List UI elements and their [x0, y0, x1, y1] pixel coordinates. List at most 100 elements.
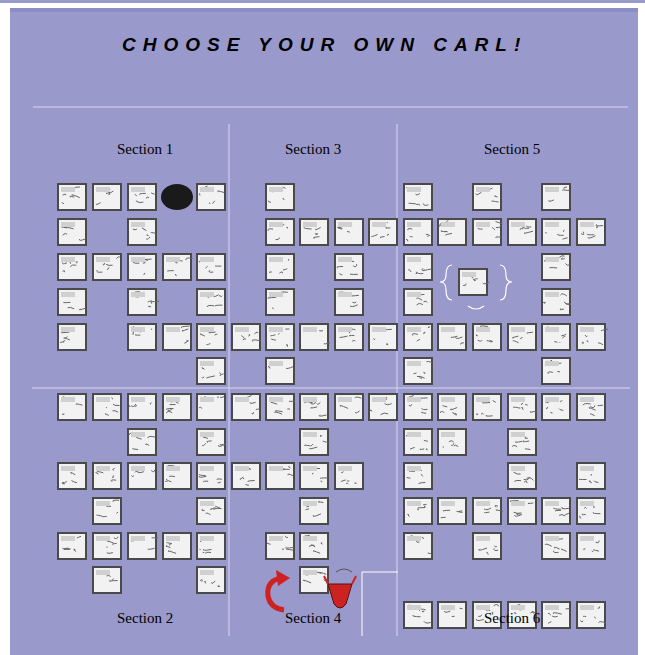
thumbnail-sketch [202, 443, 206, 445]
thumbnail-frame [472, 183, 502, 211]
speech-balloon [131, 466, 145, 471]
speech-balloon [338, 292, 352, 297]
thumbnail-sketch [562, 507, 569, 509]
thumbnail-sketch [460, 608, 463, 609]
thumbnail-sketch [587, 234, 594, 235]
thumbnail-frame [299, 393, 329, 421]
thumbnail-sketch [455, 337, 462, 338]
speech-balloon [235, 466, 249, 471]
speech-balloon [235, 397, 249, 402]
thumbnail-frame [127, 428, 157, 456]
thumbnail-sketch [387, 222, 388, 224]
thumbnail-sketch [207, 344, 211, 345]
thumbnail-sketch [514, 512, 522, 513]
speech-balloon [476, 222, 490, 227]
thumbnail-frame [458, 268, 488, 296]
speech-balloon [372, 327, 386, 332]
thumbnail-sketch [552, 616, 558, 618]
comic-thumbnail [403, 357, 433, 385]
thumbnail-panel [129, 220, 155, 244]
thumbnail-sketch [313, 551, 320, 553]
thumbnail-frame [334, 323, 364, 351]
thumbnail-panel [301, 464, 327, 488]
thumbnail-frame [162, 323, 192, 351]
thumbnail-sketch [207, 305, 214, 306]
thumbnail-sketch [135, 334, 140, 336]
thumbnail-sketch [490, 340, 492, 342]
thumbnail-sketch [64, 338, 70, 340]
thumbnail-frame [437, 428, 467, 456]
thumbnail-frame [507, 462, 537, 490]
thumbnail-frame [92, 393, 122, 421]
speech-balloon [61, 327, 75, 332]
thumbnail-sketch [288, 474, 294, 476]
thumbnail-sketch [215, 305, 222, 307]
speech-balloon [200, 361, 214, 366]
thumbnail-panel [543, 534, 569, 558]
thumbnail-frame [265, 357, 295, 385]
comic-thumbnail [196, 428, 226, 456]
comic-thumbnail [196, 323, 226, 351]
thumbnail-sketch [409, 203, 416, 205]
thumbnail-sketch [206, 552, 211, 553]
speech-balloon [407, 361, 421, 366]
thumbnail-sketch [474, 279, 478, 281]
thumbnail-sketch [387, 234, 389, 236]
comic-thumbnail [265, 288, 295, 316]
thumbnail-sketch [63, 341, 64, 342]
thumbnail-sketch [352, 340, 355, 342]
thumbnail-sketch [63, 302, 70, 303]
speech-balloon [511, 466, 525, 471]
thumbnail-sketch [321, 543, 323, 545]
page-title: CHOOSE YOUR OWN CARL! [122, 34, 527, 56]
thumbnail-sketch [248, 334, 250, 336]
thumbnail-frame [57, 532, 87, 560]
thumbnail-panel [578, 534, 604, 558]
thumbnail-sketch [386, 227, 391, 228]
thumbnail-frame [437, 393, 467, 421]
thumbnail-frame [507, 218, 537, 246]
speech-balloon [200, 327, 214, 332]
thumbnail-sketch [514, 472, 521, 474]
thumbnail-sketch [457, 511, 463, 512]
comic-thumbnail [576, 218, 606, 246]
thumbnail-sketch [132, 448, 138, 450]
thumbnail-sketch [417, 298, 423, 300]
thumbnail-sketch [563, 230, 564, 232]
thumbnail-frame [299, 497, 329, 525]
thumbnail-panel [59, 325, 85, 349]
thumbnail-sketch [131, 405, 135, 407]
thumbnail-sketch [68, 307, 75, 309]
thumbnail-sketch [62, 203, 64, 204]
thumbnail-sketch [317, 403, 320, 405]
thumbnail-sketch [340, 405, 348, 408]
thumbnail-sketch [482, 402, 490, 403]
thumbnail-sketch [217, 396, 218, 398]
thumbnail-sketch [64, 549, 70, 550]
comic-thumbnail [437, 497, 467, 525]
thumbnail-sketch [205, 266, 207, 268]
speech-balloon [545, 292, 559, 297]
thumbnail-panel [59, 534, 85, 558]
thumbnail-sketch [133, 229, 137, 231]
thumbnail-sketch [219, 373, 223, 375]
thumbnail-frame [507, 393, 537, 421]
thumbnail-frame [576, 462, 606, 490]
speech-balloon [200, 292, 214, 297]
comic-thumbnail [334, 323, 364, 351]
thumbnail-frame [437, 218, 467, 246]
thumbnail-sketch [136, 437, 141, 439]
thumbnail-panel [460, 270, 486, 294]
thumbnail-sketch [108, 193, 109, 194]
thumbnail-sketch [581, 232, 584, 235]
thumbnail-sketch [565, 513, 569, 515]
comic-thumbnail [403, 393, 433, 421]
thumbnail-sketch [71, 472, 76, 474]
devil-figure [328, 584, 352, 608]
thumbnail-panel [301, 220, 327, 244]
top-bar [0, 0, 645, 3]
thumbnail-frame [403, 288, 433, 316]
thumbnail-sketch [423, 204, 428, 206]
thumbnail-sketch [72, 481, 77, 483]
thumbnail-sketch [352, 302, 356, 304]
